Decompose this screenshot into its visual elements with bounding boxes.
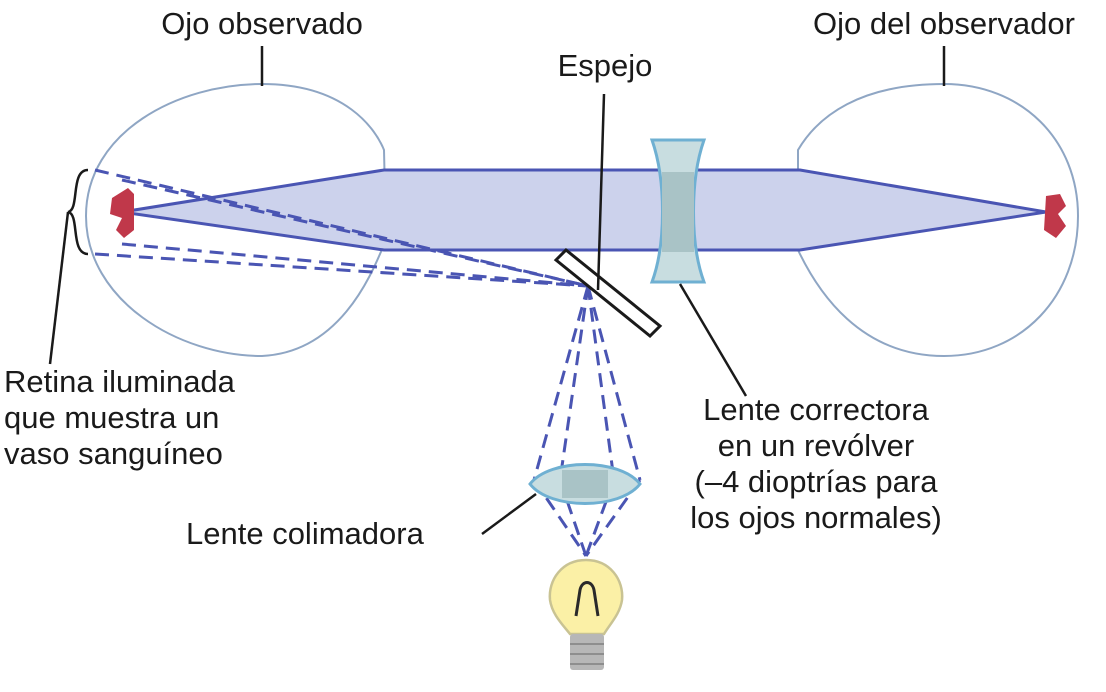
corrective-lens (649, 138, 707, 284)
retina-label-line-3: vaso sanguíneo (4, 436, 223, 471)
blood-vessel-icon (110, 188, 134, 238)
observed-eye-outline (84, 82, 388, 358)
observer-eye-outline (797, 82, 1080, 358)
observer-eye-label: Ojo del observador (813, 6, 1075, 41)
corrective-lens-label-line-3: (–4 dioptrías para (694, 464, 938, 499)
mirror (553, 93, 663, 339)
corrective-lens-leader (678, 283, 748, 397)
observed-eye-label: Ojo observado (161, 6, 363, 41)
light-bulb-icon (548, 558, 624, 670)
mirror-leader-line (596, 93, 606, 291)
retina-leader (48, 211, 70, 365)
retina-label-line-1: Retina iluminada (4, 364, 235, 399)
blood-vessel-icon (1044, 194, 1066, 238)
corrective-lens-label: Lente correctora en un revólver (–4 diop… (666, 392, 966, 536)
dashed-rays-to-retina (94, 168, 589, 288)
dashed-rays-from-bulb (532, 285, 642, 557)
corrective-lens-label-line-1: Lente correctora (703, 392, 929, 427)
corrective-lens-label-line-4: los ojos normales) (690, 500, 942, 535)
retina-label-line-2: que muestra un (4, 400, 220, 435)
corrective-lens-label-line-2: en un revólver (717, 428, 915, 463)
retina-bracket (67, 168, 89, 256)
mirror-label: Espejo (557, 48, 653, 83)
retina-label: Retina iluminada que muestra un vaso san… (4, 364, 235, 472)
collimating-lens-label: Lente colimadora (186, 516, 424, 551)
collimating-lens-leader (481, 492, 537, 536)
collimating-lens (528, 463, 642, 505)
